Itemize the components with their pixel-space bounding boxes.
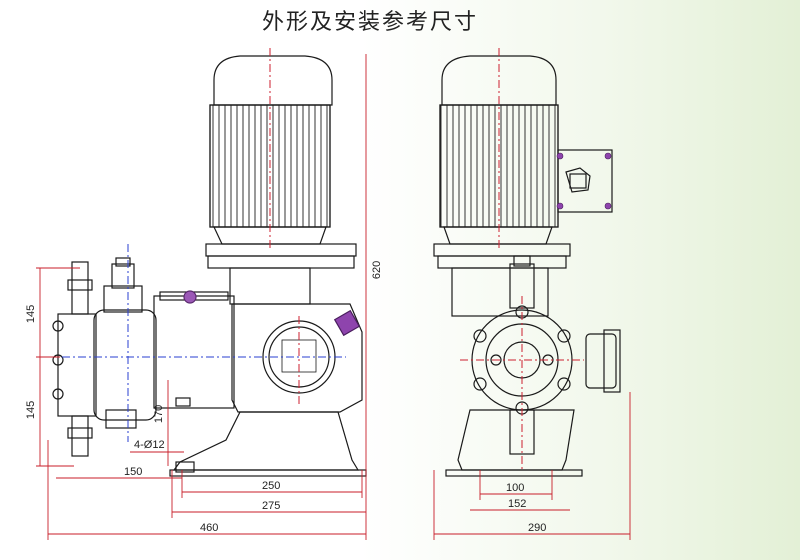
dim-150: 150 <box>124 466 142 478</box>
front-base <box>457 409 575 471</box>
side-centerlines <box>46 48 346 442</box>
side-dimension-lines <box>36 54 367 540</box>
dim-152: 152 <box>508 498 526 510</box>
dim-290: 290 <box>528 522 546 534</box>
stroke-adjust-knob <box>333 309 361 337</box>
dim-145-upper: 145 <box>25 305 37 323</box>
dim-275: 275 <box>262 500 280 512</box>
dim-100: 100 <box>506 482 524 494</box>
front-dimension-lines <box>433 392 631 540</box>
front-motor <box>439 55 559 245</box>
dim-620: 620 <box>371 261 383 279</box>
side-view <box>52 55 367 477</box>
dim-bolt-holes: 4-Ø12 <box>134 439 165 451</box>
dim-250: 250 <box>262 480 280 492</box>
front-centerlines <box>460 48 584 470</box>
front-view <box>433 55 621 477</box>
side-base <box>172 411 360 471</box>
side-gear-housing <box>231 303 363 413</box>
side-motor <box>209 55 333 245</box>
side-pump-head <box>52 257 157 457</box>
terminal-box <box>557 149 613 213</box>
dim-460: 460 <box>200 522 218 534</box>
drawing-title: 外形及安装参考尺寸 <box>261 10 478 35</box>
side-flange <box>205 243 357 257</box>
terminal-box-screws <box>556 152 612 210</box>
dim-145-lower: 145 <box>25 401 37 419</box>
dim-170: 170 <box>153 405 165 423</box>
side-stroke-housing <box>153 295 235 409</box>
